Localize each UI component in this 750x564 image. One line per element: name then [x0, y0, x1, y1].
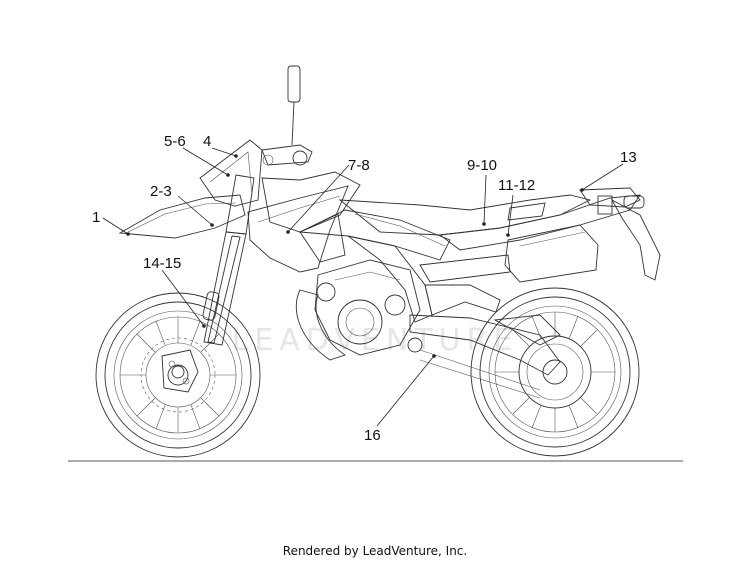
callout-4: 4 — [203, 133, 211, 150]
callout-14-15: 14-15 — [143, 255, 181, 272]
leader-14-15 — [161, 269, 205, 327]
engine — [295, 259, 423, 361]
render-credit: Rendered by LeadVenture, Inc. — [282, 544, 468, 558]
mirror-handlebar — [261, 65, 313, 166]
front-bodywork — [118, 139, 263, 239]
decal-markers — [126, 154, 584, 358]
callout-2-3: 2-3 — [150, 183, 172, 200]
leader-2-3 — [177, 195, 213, 226]
leader-lines — [102, 147, 624, 427]
callout-7-8: 7-8 — [348, 157, 370, 174]
tank-shroud — [247, 171, 361, 273]
seat-tail — [338, 187, 661, 281]
leader-11-12 — [507, 194, 514, 236]
frame — [298, 209, 501, 323]
watermark: LEADVENTURE — [232, 323, 519, 358]
leader-9-10 — [483, 174, 487, 225]
leader-7-8 — [287, 164, 350, 233]
callout-13: 13 — [620, 149, 637, 166]
front-fork — [202, 174, 255, 346]
rear-wheel — [470, 287, 640, 457]
callout-1: 1 — [92, 209, 100, 226]
leader-1 — [102, 217, 129, 235]
leader-5-6 — [182, 147, 229, 176]
front-wheel — [95, 292, 261, 458]
callout-16: 16 — [364, 427, 381, 444]
callout-11-12: 11-12 — [498, 177, 535, 194]
callout-9-10: 9-10 — [467, 157, 497, 174]
swingarm — [409, 314, 561, 399]
leader-16 — [376, 355, 435, 427]
callout-5-6: 5-6 — [164, 133, 186, 150]
callout-labels: 1 2-3 4 5-6 7-8 9-10 11-12 13 14-15 16 — [92, 133, 637, 444]
exhaust — [419, 224, 599, 283]
leader-4 — [211, 147, 237, 157]
leader-13 — [581, 163, 624, 191]
